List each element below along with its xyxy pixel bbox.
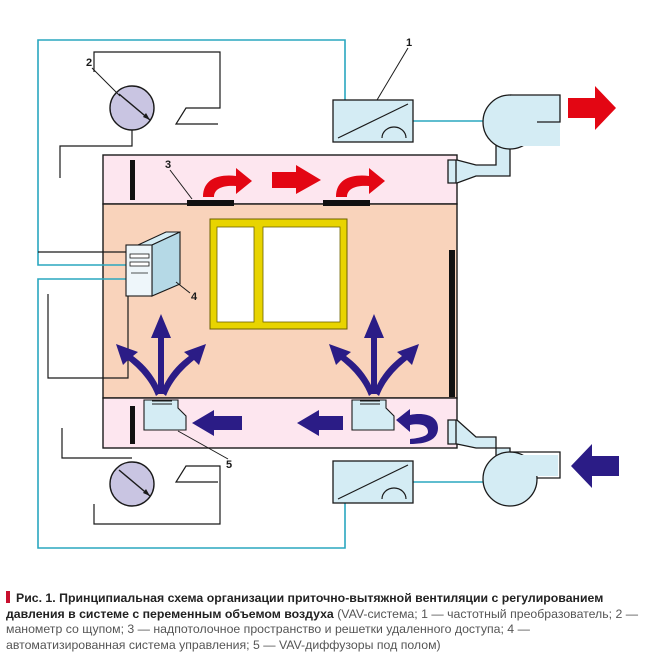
- manometer-bottom: [109, 461, 155, 507]
- exhaust-fan: [447, 94, 561, 184]
- callout-5: 5: [226, 459, 232, 471]
- vav-diffuser-left: [143, 397, 187, 431]
- ceiling-grille: [323, 200, 370, 206]
- wiring: [38, 51, 221, 525]
- exhaust-arrow-icon: [568, 86, 616, 130]
- diffuser-plume-left: [116, 314, 206, 396]
- floor-pressure-probe: [130, 406, 135, 444]
- diffuser-plume-right: [329, 314, 419, 396]
- frequency-converter-bottom: [332, 460, 414, 504]
- intake-arrow-icon: [571, 444, 619, 488]
- callout-2: 2: [86, 57, 92, 69]
- caption-lead: Рис. 1. Принципиальная схема организации…: [6, 591, 604, 621]
- caption-note: (VAV-система; 1 — частотный преобразоват…: [6, 606, 639, 652]
- arrow-icon: [192, 410, 242, 436]
- curved-arrow-icon: [396, 409, 438, 444]
- callout-3: 3: [165, 159, 171, 171]
- window: [209, 218, 348, 330]
- manometer-top: [109, 85, 155, 131]
- arrow-icon: [297, 410, 343, 436]
- supply-fan: [447, 419, 561, 507]
- arrow-icon: [272, 165, 321, 194]
- ceiling-pressure-probe: [130, 160, 135, 200]
- ventilation-diagram: 1 2 3 4 5: [37, 37, 619, 549]
- caption-marker: [6, 591, 10, 603]
- ceiling-grille: [187, 200, 234, 206]
- vav-diffuser-right: [351, 397, 395, 431]
- control-system-computer-icon: [125, 231, 181, 297]
- curved-arrow-icon: [336, 168, 385, 197]
- supply-flow-arrows: [116, 314, 438, 444]
- right-wall-panel: [449, 250, 455, 397]
- callout-1: 1: [406, 37, 412, 49]
- callout-leaders: [91, 47, 409, 460]
- callout-4: 4: [191, 291, 198, 303]
- ceiling-flow-arrows: [203, 165, 385, 197]
- curved-arrow-icon: [203, 168, 252, 197]
- signal-lines: [37, 39, 484, 549]
- figure-caption: Рис. 1. Принципиальная схема организации…: [6, 591, 652, 653]
- frequency-converter-top: [332, 99, 414, 143]
